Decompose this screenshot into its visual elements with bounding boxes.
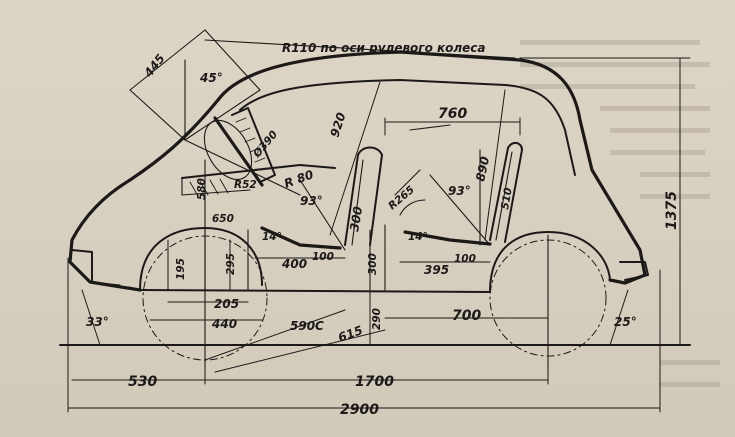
label-r52: R52 <box>234 179 257 191</box>
label-14deg-rear: 14° <box>408 231 428 243</box>
label-920: 920 <box>328 111 349 139</box>
label-1700: 1700 <box>355 374 394 390</box>
label-530: 530 <box>128 374 157 390</box>
label-295: 295 <box>225 253 237 275</box>
dimension-labels: R110 по оси рулевого колеса 445 45° 920 … <box>86 41 680 418</box>
steering-note: R110 по оси рулевого колеса <box>282 41 486 55</box>
label-100-rear: 100 <box>454 253 476 265</box>
label-14deg-front: 14° <box>262 231 282 243</box>
label-1375: 1375 <box>664 191 680 230</box>
steering-geometry <box>129 29 516 196</box>
label-93deg-front: 93° <box>300 194 323 208</box>
label-440: 440 <box>211 317 237 331</box>
label-25deg: 25° <box>614 315 637 329</box>
dimension-lines <box>59 57 691 413</box>
interior-guides <box>204 124 481 291</box>
front-seat <box>260 146 383 251</box>
label-510: 510 <box>499 187 515 211</box>
label-300-seat: 300 <box>347 205 365 232</box>
label-93deg-rear: 93° <box>448 184 471 198</box>
label-650: 650 <box>212 213 234 225</box>
label-590c: 590C <box>290 319 324 333</box>
label-300-floor: 300 <box>367 253 379 275</box>
label-d390: Ø390 <box>250 129 280 161</box>
label-400: 400 <box>281 257 307 271</box>
label-700: 700 <box>452 308 481 324</box>
rear-wheel <box>489 234 607 371</box>
label-r80: R 80 <box>282 167 315 190</box>
label-195: 195 <box>175 258 187 280</box>
label-760: 760 <box>438 106 467 122</box>
label-33deg: 33° <box>86 315 109 329</box>
label-45deg: 45° <box>199 71 223 85</box>
label-205: 205 <box>214 297 239 311</box>
label-615: 615 <box>336 323 364 345</box>
label-445: 445 <box>141 51 168 80</box>
label-100-front: 100 <box>312 251 334 263</box>
label-290: 290 <box>371 308 383 330</box>
label-890: 890 <box>473 155 492 182</box>
background-text-texture <box>520 40 720 387</box>
car-body-outline <box>68 50 649 293</box>
label-2900: 2900 <box>340 402 379 418</box>
label-395: 395 <box>424 263 449 277</box>
label-580: 580 <box>196 178 208 200</box>
